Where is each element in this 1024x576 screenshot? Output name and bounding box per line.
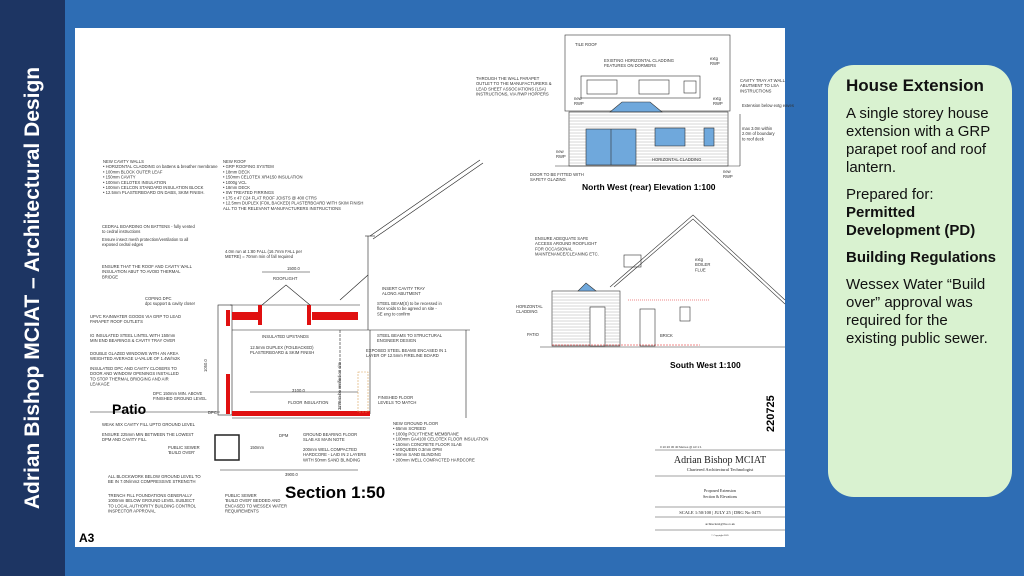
note-cavity-walls: NEW CAVITY WALLS• HORIZONTAL CLADDING on… — [103, 159, 218, 195]
prepared-for: Prepared for: — [846, 186, 934, 203]
dim-3900: 3900.0 — [285, 472, 298, 477]
copyright: © Copyright 2025 — [711, 534, 729, 537]
drawing-code: 220725 — [765, 395, 777, 432]
dim-150: 150mm — [250, 445, 264, 450]
sw-elevation-title: South West 1:100 — [670, 360, 741, 370]
note-duplex: 12.5mm DUPLEX (FOILBACKED)PLASTERBOARD &… — [250, 345, 314, 355]
email: architectural@live.co.uk — [705, 522, 735, 526]
note-floor-ins: FLOOR INSULATION — [288, 400, 328, 405]
patio-label: Patio — [112, 401, 146, 417]
drawing-info: SCALE 1:50/100 | JULY 25 | DRG No 0475 — [679, 510, 761, 515]
scale-bar: 0 10 20 30 40 Metres @ A3 1:1 — [660, 445, 702, 449]
project-title: Proposed Extension — [704, 488, 736, 493]
section-title: Section 1:50 — [285, 483, 385, 502]
note-tile-roof: TILE ROOF — [575, 42, 598, 47]
note-insect: Ensure insect mesh protection/ventilatio… — [102, 237, 188, 247]
drawing-notes: NEW CAVITY WALLS• HORIZONTAL CLADDING on… — [90, 42, 794, 514]
info-panel: House Extension A single storey house ex… — [828, 65, 1012, 497]
permitted-development: Permitted Development (PD) — [846, 204, 976, 239]
note-rooflight: ROOFLIGHT — [273, 276, 298, 281]
north-west-elevation — [555, 34, 741, 167]
wessex-note: Wessex Water “Build over” approval was r… — [846, 276, 988, 347]
dim-1500: 1500.0 — [287, 266, 300, 271]
dim-2275: 2275 to be verified on site — [337, 361, 342, 410]
note-brick: BRICK — [660, 333, 673, 338]
note-cedral: CEDRAL BOARDING ON BATTENS - fully vente… — [102, 224, 196, 234]
note-weak-mix: WEAK MIX CAVITY FILL UPTO GROUND LEVEL — [102, 422, 196, 427]
note-upstands: INSULATED UPSTANDS — [262, 334, 309, 339]
note-sw-patio: PATIO — [527, 332, 540, 337]
dim-1050: 1050.0 — [203, 359, 208, 372]
sheet-title: Section & Elevations — [703, 494, 737, 499]
note-dpc-short: DPC — [208, 410, 217, 415]
sidebar: Adrian Bishop MCIAT – Architectural Desi… — [0, 0, 65, 576]
note-sewer: PUBLIC SEWER'BUILD OVER' — [168, 445, 200, 455]
section-drawing — [90, 159, 484, 471]
panel-description: A single storey house extension with a G… — [846, 105, 990, 176]
note-ground-floor: NEW GROUND FLOOR• 65mm SCREED• 1000g POL… — [393, 421, 488, 462]
drawing-sheet — [75, 28, 785, 547]
designer-subtitle: Chartered Architectural Technologist — [687, 467, 754, 472]
nw-elevation-title: North West (rear) Elevation 1:100 — [582, 182, 716, 192]
note-new-roof: NEW ROOF• GRP ROOFING SYSTEM• 18mm DECK•… — [223, 159, 363, 211]
south-west-elevation — [540, 214, 786, 348]
note-below-eaves: Extension below extg eaves — [742, 103, 794, 108]
building-regulations: Building Regulations — [846, 249, 996, 266]
title-block — [655, 449, 785, 531]
sheet-size: A3 — [79, 531, 95, 545]
note-nw-cladding: HORIZONTAL CLADDING — [652, 157, 701, 162]
panel-heading: House Extension — [846, 76, 984, 95]
designer-name: Adrian Bishop MCIAT — [674, 455, 766, 466]
note-dpm: DPM — [279, 433, 289, 438]
dim-3100: 3100.0 — [292, 388, 305, 393]
